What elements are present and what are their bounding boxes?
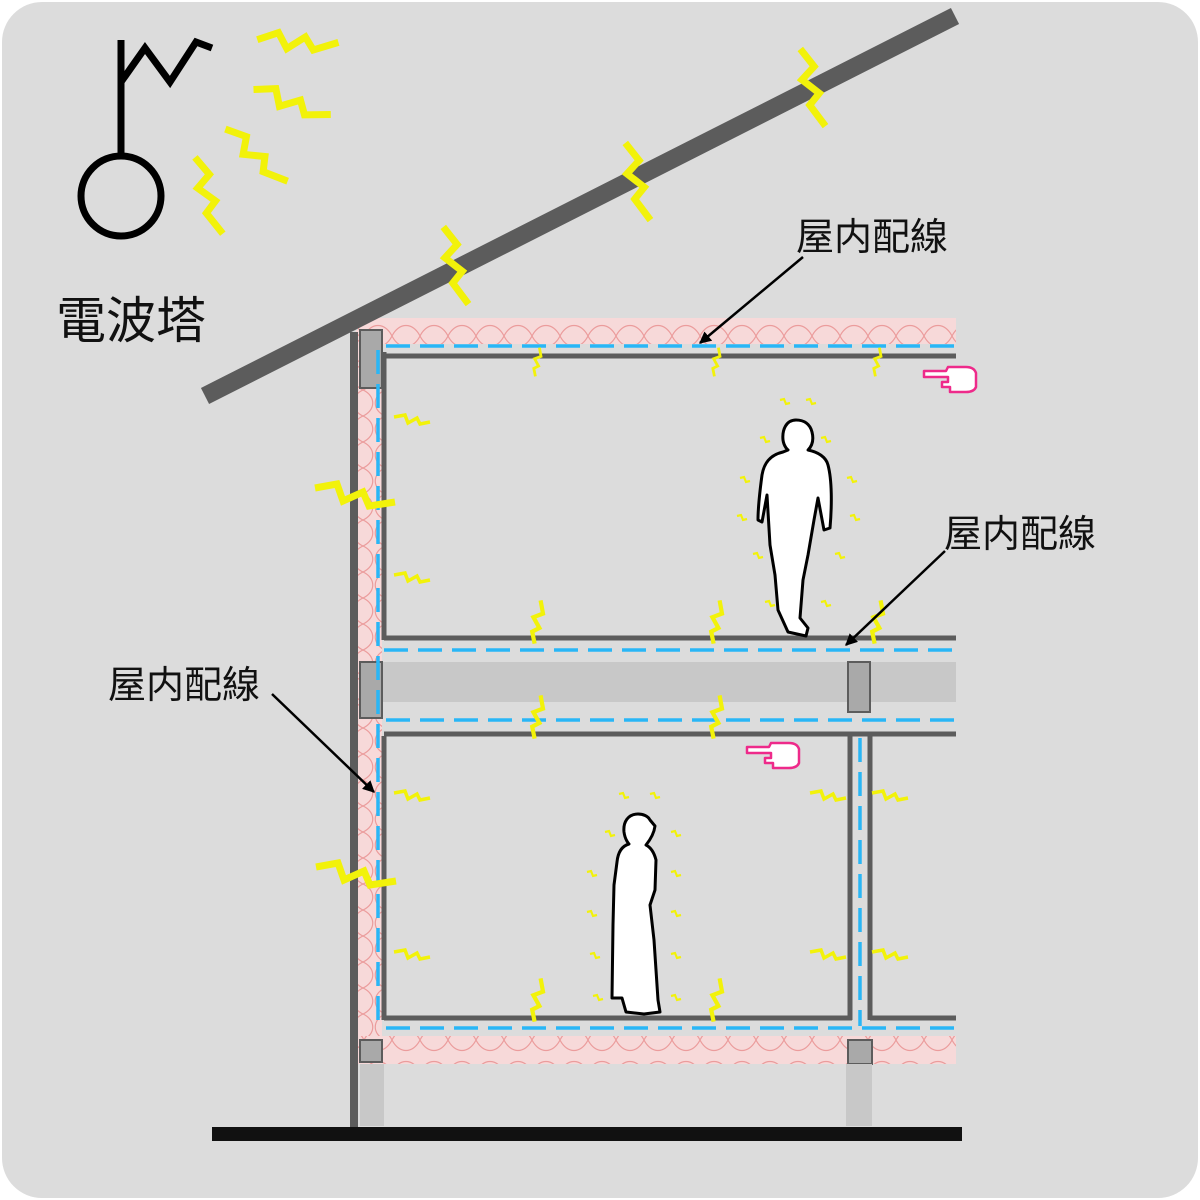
house-structure bbox=[200, 7, 960, 1128]
wiring-label-middle: 屋内配線 bbox=[944, 512, 1096, 556]
wiring-label-upper: 屋内配線 bbox=[796, 215, 948, 259]
label-callouts: 屋内配線 屋内配線 屋内配線 bbox=[108, 215, 1096, 793]
person-icon-lower bbox=[585, 791, 683, 1016]
arrow-icon-middle bbox=[845, 550, 946, 646]
wiring-label-left: 屋内配線 bbox=[108, 663, 260, 707]
tower-label: 電波塔 bbox=[56, 292, 206, 350]
arrow-icon-upper bbox=[699, 256, 804, 344]
person-icon-upper bbox=[735, 397, 862, 638]
radio-tower-icon bbox=[77, 37, 214, 240]
arrow-icon-left bbox=[271, 693, 375, 793]
indoor-wiring bbox=[376, 344, 956, 1030]
